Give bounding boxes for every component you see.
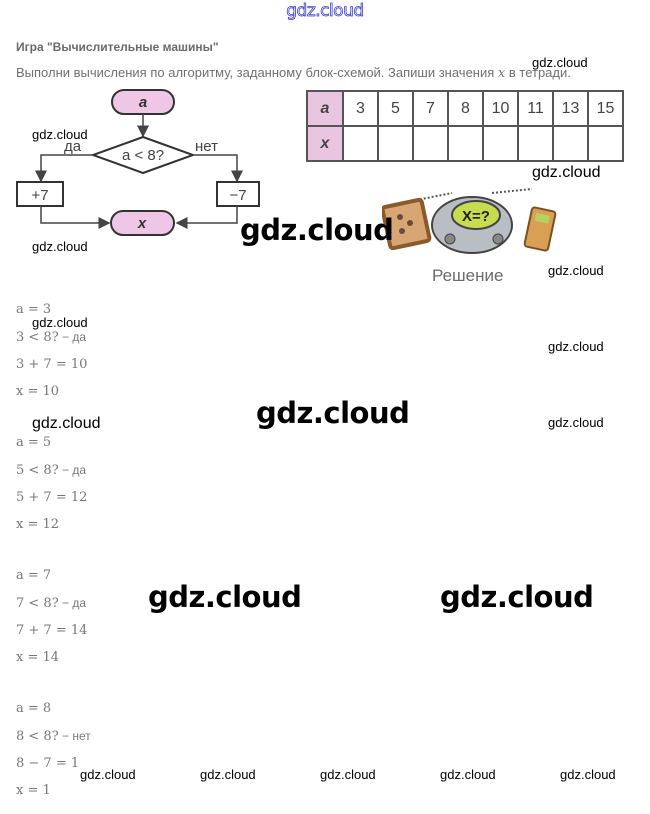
table-row-header-x: x: [306, 125, 344, 162]
watermark: gdz.cloud: [200, 767, 256, 782]
watermark: gdz.cloud: [80, 767, 136, 782]
watermark: gdz.cloud: [32, 127, 88, 142]
flowchart-arrow: [175, 206, 238, 229]
step-4-a: a = 8: [16, 701, 52, 716]
flowchart-start-label: a: [139, 94, 147, 111]
table-cell-a: 3: [342, 90, 379, 127]
robot-antenna: [491, 188, 533, 194]
table-row-a: a 3 5 7 8 10 11 13 15: [306, 90, 624, 127]
flowchart-arrow: [193, 154, 243, 183]
watermark: gdz.cloud: [532, 164, 601, 181]
step-3-answer: − да: [58, 596, 87, 610]
watermark: gdz.cloud: [32, 239, 88, 254]
step-2-condition: 5 < 8?: [16, 463, 59, 478]
table-cell-x: [587, 125, 624, 162]
watermark: gdz.cloud: [548, 339, 604, 354]
flowchart-decision-node: [90, 135, 196, 175]
flowchart-end-label: x: [137, 215, 147, 232]
watermark-large: gdz.cloud: [440, 580, 594, 614]
table-cell-a: 10: [482, 90, 519, 127]
step-2-check: 5 < 8? − да: [16, 463, 86, 478]
instruction-text-after: в тетради.: [505, 65, 571, 80]
watermark-large: gdz.cloud: [256, 396, 410, 430]
robot-screen: [451, 200, 501, 230]
watermark: gdz.cloud: [560, 767, 616, 782]
table-cell-x: [482, 125, 519, 162]
step-1-a: a = 3: [16, 302, 52, 317]
abacus-icon: [382, 197, 432, 251]
table-cell-a: 5: [377, 90, 414, 127]
step-1-calc: 3 + 7 = 10: [16, 357, 88, 372]
watermark: gdz.cloud: [532, 55, 588, 70]
table-cell-x: [342, 125, 379, 162]
calculator-icon: [523, 206, 557, 252]
step-4-calc: 8 − 7 = 1: [16, 756, 80, 771]
instruction-variable: x: [497, 66, 506, 81]
table-cell-x: [552, 125, 589, 162]
table-cell-x: [517, 125, 554, 162]
site-watermark-top[interactable]: gdz.cloud: [286, 1, 365, 22]
step-1-check: 3 < 8? − да: [16, 330, 86, 345]
flowchart-plus7-node: [16, 181, 64, 207]
step-3-x: x = 14: [16, 650, 60, 665]
watermark: gdz.cloud: [320, 767, 376, 782]
flowchart-no-label: нет: [195, 138, 218, 155]
step-1-x: x = 10: [16, 384, 60, 399]
flowchart-end-node: [110, 210, 175, 236]
step-4-x: x = 1: [16, 783, 51, 798]
table-row-header-a: a: [306, 90, 344, 127]
robot-illustration: X=?: [382, 188, 557, 254]
flowchart: a a < 8? да нет +7 −7 x: [16, 89, 260, 236]
table-cell-x: [412, 125, 449, 162]
watermark-large: gdz.cloud: [240, 213, 394, 247]
flowchart-no-action-label: −7: [229, 187, 246, 204]
step-2-calc: 5 + 7 = 12: [16, 490, 88, 505]
table-cell-x: [447, 125, 484, 162]
values-table: a 3 5 7 8 10 11 13 15 x: [306, 90, 624, 162]
table-cell-x: [377, 125, 414, 162]
flowchart-arrow: [40, 206, 111, 229]
step-2-answer: − да: [58, 463, 87, 477]
robot-antenna: [411, 192, 453, 202]
step-3-a: a = 7: [16, 568, 52, 583]
watermark: gdz.cloud: [32, 315, 88, 330]
step-3-condition: 7 < 8?: [16, 596, 59, 611]
step-4-condition: 8 < 8?: [16, 729, 59, 744]
step-3-calc: 7 + 7 = 14: [16, 623, 88, 638]
flowchart-arrow: [35, 154, 93, 183]
flowchart-minus7-node: [216, 181, 260, 207]
table-cell-a: 11: [517, 90, 554, 127]
watermark: gdz.cloud: [548, 415, 604, 430]
step-2-x: x = 12: [16, 517, 60, 532]
step-4-answer: − нет: [58, 729, 91, 743]
flowchart-yes-label: да: [64, 138, 82, 155]
table-cell-a: 7: [412, 90, 449, 127]
watermark: gdz.cloud: [32, 415, 101, 432]
flowchart-condition-label: a < 8?: [122, 147, 164, 164]
robot-screen-text: X=?: [462, 208, 490, 225]
solution-heading: Решение: [432, 266, 504, 285]
step-3-check: 7 < 8? − да: [16, 596, 86, 611]
flowchart-yes-action-label: +7: [31, 187, 48, 204]
instruction-text-before: Выполни вычисления по алгоритму, заданно…: [16, 65, 498, 80]
watermark-large: gdz.cloud: [148, 580, 302, 614]
watermark: gdz.cloud: [440, 767, 496, 782]
table-cell-a: 15: [587, 90, 624, 127]
exercise-instruction: Выполни вычисления по алгоритму, заданно…: [16, 65, 571, 81]
watermark: gdz.cloud: [548, 263, 604, 278]
exercise-title: Игра "Вычислительные машины": [16, 40, 219, 54]
table-row-x: x: [306, 125, 624, 162]
table-cell-a: 8: [447, 90, 484, 127]
step-1-answer: − да: [58, 330, 87, 344]
table-cell-a: 13: [552, 90, 589, 127]
step-4-check: 8 < 8? − нет: [16, 729, 91, 744]
step-1-condition: 3 < 8?: [16, 330, 59, 345]
step-2-a: a = 5: [16, 435, 52, 450]
